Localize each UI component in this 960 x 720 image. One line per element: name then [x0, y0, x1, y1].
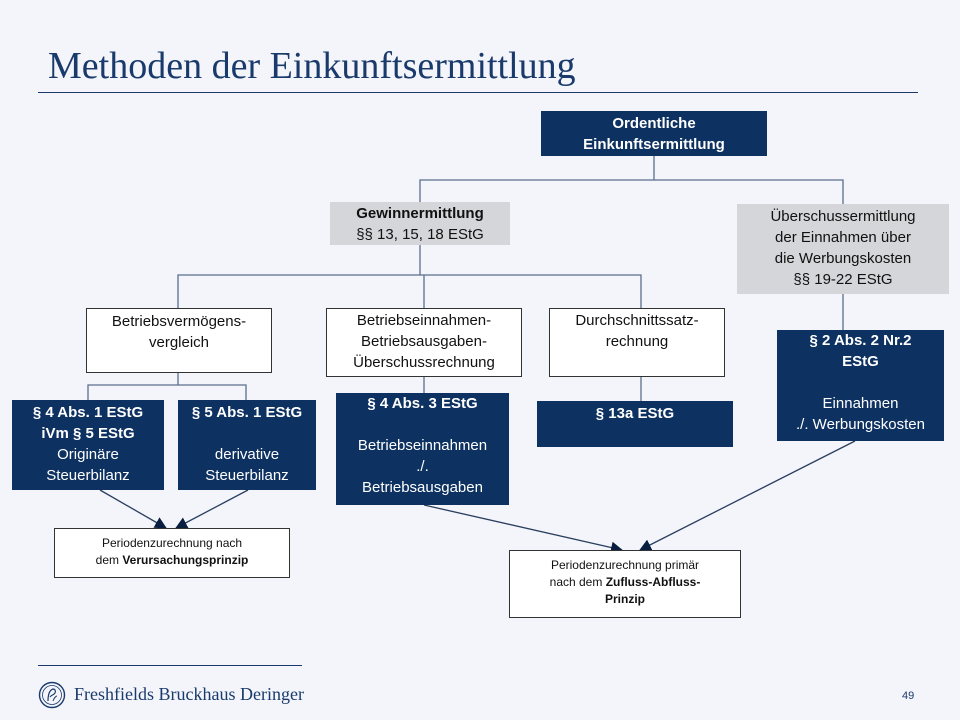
p4abs1-line1: § 4 Abs. 1 EStG — [32, 404, 144, 421]
connector-root-to-level1 — [419, 179, 844, 204]
gewinnermittlung-box: Gewinnermittlung §§ 13, 15, 18 EStG — [330, 202, 510, 245]
arrow-p5abs1-to-verursachung — [175, 489, 249, 529]
page-number: 49 — [902, 690, 915, 702]
zufluss-line2-bold: Zufluss-Abfluss- — [605, 575, 701, 589]
bvv-line2: vergleich — [148, 334, 210, 351]
paragraph-2-abs-2-box: § 2 Abs. 2 Nr.2 EStG Einnahmen ./. Werbu… — [777, 330, 944, 441]
eur-line1: Betriebseinnahmen- — [356, 312, 492, 329]
p2abs2-spacer — [777, 372, 944, 393]
eur-line2: Betriebsausgaben- — [361, 333, 487, 350]
p2abs2-line1: § 2 Abs. 2 Nr.2 — [809, 332, 912, 349]
p2abs2-line4: ./. Werbungskosten — [796, 416, 925, 433]
verursachung-line1: Periodenzurechnung nach — [101, 536, 243, 550]
zufluss-line2-prefix: nach dem — [549, 575, 606, 589]
dss-line1: Durchschnittssatz- — [575, 312, 699, 329]
periodenzurechnung-verursachung-box: Periodenzurechnung nach dem Verursachung… — [54, 528, 290, 578]
verursachung-line2-bold: Verursachungsprinzip — [122, 553, 249, 567]
gewinn-line2: §§ 13, 15, 18 EStG — [356, 226, 484, 243]
p2abs2-line2: EStG — [842, 353, 879, 370]
dss-line2: rechnung — [605, 333, 669, 350]
zufluss-line2: nach dem Zufluss-Abfluss- — [510, 574, 740, 591]
verursachung-line2: dem Verursachungsprinzip — [55, 552, 289, 569]
p5abs1-spacer — [178, 423, 316, 444]
ueberschuss-line1: Überschussermittlung — [770, 208, 916, 225]
paragraph-4-abs-1-box: § 4 Abs. 1 EStG iVm § 5 EStG Originäre S… — [12, 400, 164, 490]
ueberschussrechnung-box: Betriebseinnahmen- Betriebsausgaben- Übe… — [326, 308, 522, 377]
ueberschuss-line3: die Werbungskosten — [774, 250, 912, 267]
freshfields-logo-icon — [38, 681, 66, 709]
slide-title: Methoden der Einkunftsermittlung — [48, 45, 576, 87]
ueberschussermittlung-box: Überschussermittlung der Einnahmen über … — [737, 204, 949, 294]
bvv-line1: Betriebsvermögens- — [111, 313, 247, 330]
ueberschuss-line2: der Einnahmen über — [775, 229, 911, 246]
p5abs1-line1: § 5 Abs. 1 EStG — [191, 404, 303, 421]
p4abs1-line3: Originäre — [57, 446, 119, 463]
p13a-line1: § 13a EStG — [595, 405, 675, 422]
eur-line3: Überschussrechnung — [353, 354, 495, 371]
footer-logo-text: Freshfields Bruckhaus Deringer — [74, 684, 304, 704]
zufluss-line1: Periodenzurechnung primär — [550, 558, 700, 572]
arrow-p2abs2-to-zufluss — [639, 440, 856, 551]
p4abs1-line4: Steuerbilanz — [46, 467, 130, 484]
root-line2: Einkunftsermittlung — [583, 136, 725, 153]
root-ordentliche-einkunftsermittlung: Ordentliche Einkunftsermittlung — [541, 111, 767, 156]
ueberschuss-line4: §§ 19-22 EStG — [793, 271, 893, 288]
periodenzurechnung-zufluss-box: Periodenzurechnung primär nach dem Zuflu… — [509, 550, 741, 618]
p4abs3-line3: ./. — [416, 458, 429, 475]
durchschnittssatzrechnung-box: Durchschnittssatz- rechnung — [549, 308, 725, 377]
p4abs3-line2: Betriebseinnahmen — [357, 437, 488, 454]
gewinn-line1: Gewinnermittlung — [356, 205, 484, 222]
paragraph-4-abs-3-box: § 4 Abs. 3 EStG Betriebseinnahmen ./. Be… — [336, 393, 509, 505]
arrow-p4abs3-to-zufluss — [423, 504, 623, 554]
p4abs1-line2: iVm § 5 EStG — [41, 425, 135, 442]
p5abs1-line3: Steuerbilanz — [205, 467, 289, 484]
p2abs2-line3: Einnahmen — [822, 395, 899, 412]
p4abs3-line4: Betriebsausgaben — [362, 479, 483, 496]
zufluss-line3: Prinzip — [604, 592, 645, 606]
root-line1: Ordentliche — [612, 115, 696, 132]
paragraph-13a-box: § 13a EStG — [537, 401, 733, 447]
connector-gewinn-to-level2 — [177, 274, 642, 308]
verursachung-line2-prefix: dem — [95, 553, 123, 567]
p4abs3-line1: § 4 Abs. 3 EStG — [367, 395, 478, 412]
p4abs3-spacer — [336, 414, 509, 435]
paragraph-5-abs-1-box: § 5 Abs. 1 EStG derivative Steuerbilanz — [178, 400, 316, 490]
footer-divider — [38, 665, 302, 666]
arrow-p4abs1-to-verursachung — [99, 489, 167, 529]
p5abs1-line2: derivative — [214, 446, 280, 463]
title-divider — [38, 92, 918, 93]
connector-bvv-to-paragraphs — [87, 384, 247, 400]
betriebsvermoegensvergleich-box: Betriebsvermögens- vergleich — [86, 308, 272, 373]
